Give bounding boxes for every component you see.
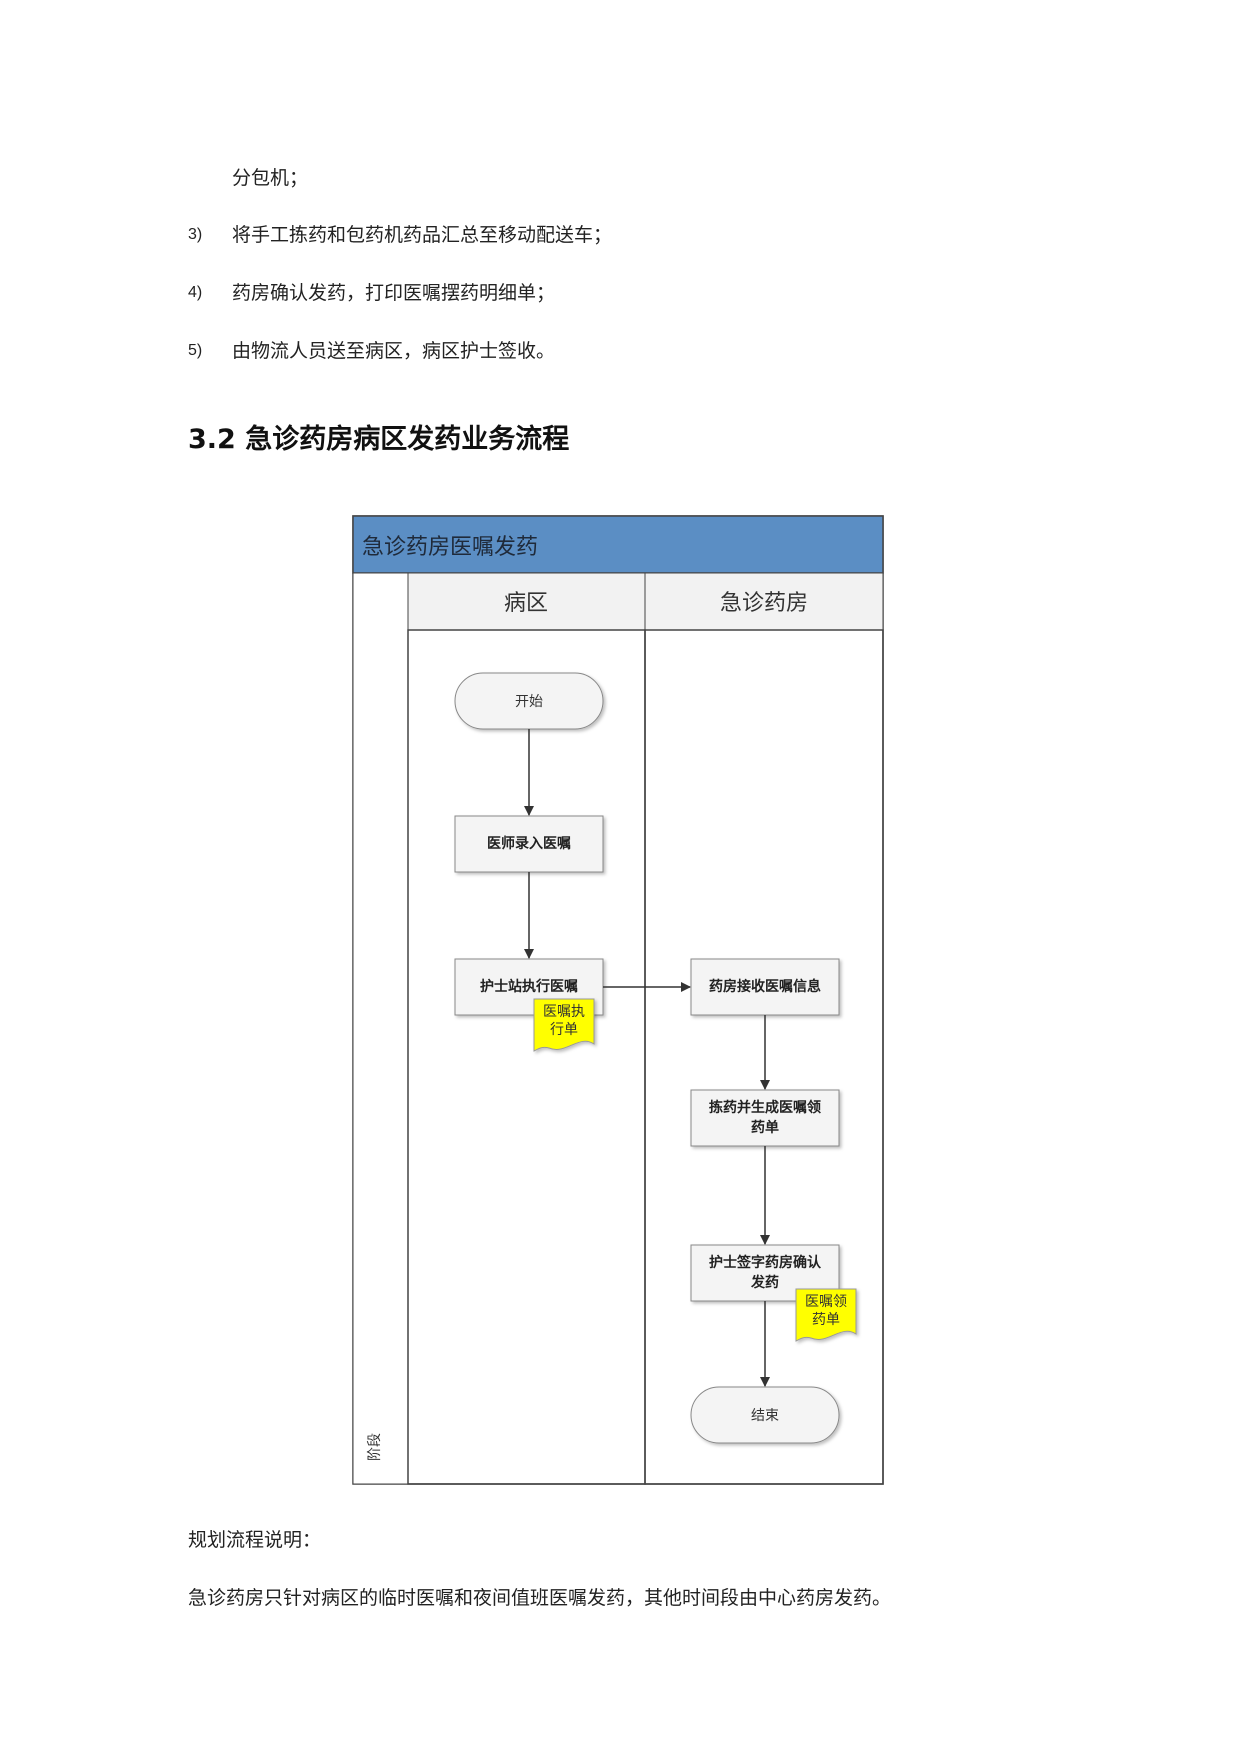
lane-title-ward: 病区	[503, 591, 549, 616]
lane-pharmacy	[644, 629, 884, 1485]
phase-column	[352, 572, 409, 1485]
end-label: 结束	[751, 1408, 779, 1424]
step-text: 护士签字药房确认	[709, 1255, 821, 1271]
step-box-1	[454, 815, 604, 873]
step-label-1: 医师录入医嘱	[455, 816, 603, 872]
doc-label-requisition-sheet: 医嘱领 药单	[796, 1289, 856, 1333]
list-text: 药房确认发药，打印医嘱摆药明细单；	[232, 282, 556, 304]
doc-label-execution-sheet: 医嘱执 行单	[534, 999, 594, 1043]
step-text: 护士站执行医嘱	[480, 979, 578, 995]
lane-header-ward	[407, 572, 646, 631]
step-label-5: 护士签字药房确认 发药	[691, 1245, 839, 1301]
pool-title: 急诊药房医嘱发药	[362, 535, 539, 560]
description-label: 规划流程说明：	[188, 1529, 322, 1551]
doc-text: 行单	[550, 1022, 578, 1038]
doc-shape-execution-sheet	[533, 998, 595, 1052]
step-text: 拣药并生成医嘱领	[709, 1100, 821, 1116]
list-number: 5)	[188, 342, 203, 359]
doc-text: 医嘱执	[543, 1004, 585, 1020]
start-label: 开始	[515, 694, 543, 710]
section-heading: 3.2 急诊药房病区发药业务流程	[188, 424, 570, 455]
doc-text: 药单	[812, 1312, 840, 1328]
pool-header	[352, 515, 884, 574]
end-terminator	[690, 1386, 840, 1444]
lane-title-pharmacy: 急诊药房	[719, 591, 809, 616]
list-text: 将手工拣药和包药机药品汇总至移动配送车；	[232, 224, 613, 246]
lane-header-pharmacy	[644, 572, 884, 631]
step-box-3	[690, 958, 840, 1016]
continued-line: 分包机；	[232, 167, 309, 189]
description-text: 急诊药房只针对病区的临时医嘱和夜间值班医嘱发药，其他时间段由中心药房发药。	[188, 1587, 892, 1609]
swimlane-diagram: 急诊药房医嘱发药 病区 急诊药房 阶段 开始 结束 医师录入医嘱 护士站执行医嘱…	[352, 515, 885, 1486]
list-number: 3)	[188, 226, 203, 243]
step-text: 药房接收医嘱信息	[709, 979, 821, 995]
doc-text: 医嘱领	[805, 1294, 847, 1310]
phase-label: 阶段	[367, 1433, 383, 1461]
step-label-2: 护士站执行医嘱	[455, 959, 603, 1015]
step-text: 发药	[751, 1275, 779, 1291]
step-label-4: 拣药并生成医嘱领 药单	[691, 1090, 839, 1146]
step-box-4	[690, 1089, 840, 1147]
step-label-3: 药房接收医嘱信息	[691, 959, 839, 1015]
list-text: 由物流人员送至病区，病区护士签收。	[232, 340, 556, 362]
doc-shape-requisition-sheet	[795, 1288, 857, 1342]
step-text: 医师录入医嘱	[487, 836, 571, 852]
list-number: 4)	[188, 284, 203, 301]
step-text: 药单	[751, 1120, 779, 1136]
diagram-graphics	[352, 515, 884, 1485]
